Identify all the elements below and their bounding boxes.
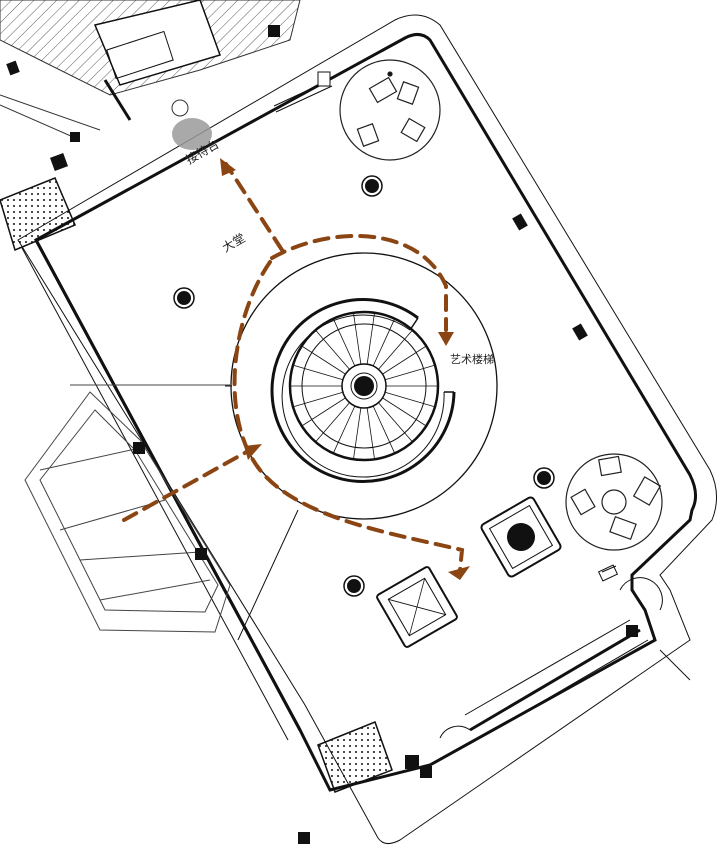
- stair-tread: [378, 402, 413, 443]
- stair-tread: [378, 329, 413, 370]
- stair-tread: [372, 405, 396, 454]
- flow-arrowheads: [220, 158, 470, 580]
- stair-tread: [384, 364, 436, 381]
- stair-tread: [384, 391, 436, 408]
- door-details: [237, 71, 691, 739]
- stair-tread: [353, 407, 362, 460]
- lounge-right: [565, 453, 663, 551]
- stair-tread: [366, 407, 375, 460]
- hall-label: 大堂: [220, 231, 248, 255]
- stair-tread: [292, 391, 344, 408]
- flow-arrows: [122, 162, 465, 572]
- rotunda: [225, 252, 498, 520]
- flow-arrow-icon: [270, 234, 448, 332]
- flow-arrow-icon: [224, 162, 284, 252]
- elevator-box: [376, 566, 458, 648]
- wall-columns: [6, 25, 638, 844]
- upper-rooms: [0, 0, 301, 141]
- stair-tread: [301, 345, 346, 375]
- stair-tread: [315, 402, 350, 443]
- spiral-stair-icon: [270, 298, 456, 484]
- art-stair-label: 艺术楼梯: [450, 352, 494, 366]
- stair-tread: [366, 312, 375, 365]
- building-outline: [17, 14, 717, 844]
- stair-tread: [372, 318, 396, 367]
- stair-tread: [315, 329, 350, 370]
- stair-tread: [332, 318, 356, 367]
- stair-tread: [382, 397, 427, 427]
- lounge-top-right: [339, 59, 441, 161]
- flow-arrow-icon: [232, 260, 465, 572]
- flow-arrow-icon: [122, 448, 252, 522]
- stair-tread: [382, 345, 427, 375]
- reception-desk: 接待台: [171, 99, 222, 167]
- round-columns: [173, 175, 555, 597]
- entrance-canopy: [24, 384, 231, 633]
- stair-tread: [353, 312, 362, 365]
- dotted-shafts: [0, 177, 393, 793]
- display-plinth-right: [480, 496, 562, 578]
- stair-tread: [332, 405, 356, 454]
- stair-tread: [301, 397, 346, 427]
- stair-tread: [292, 364, 344, 381]
